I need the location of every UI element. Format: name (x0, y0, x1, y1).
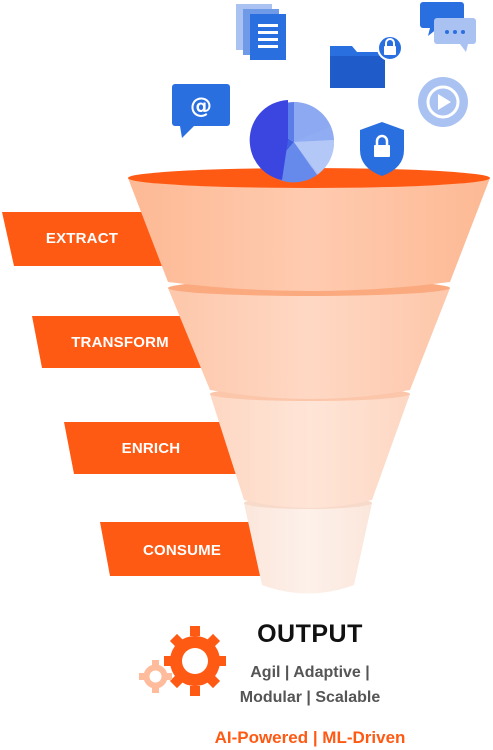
stage-label-transform: TRANSFORM (71, 334, 169, 351)
stage-label-consume: CONSUME (142, 542, 222, 559)
stage-label-extract: EXTRACT (45, 230, 119, 247)
stage-label-enrich: ENRICH (121, 440, 181, 457)
play-icon (418, 77, 468, 127)
documents-icon (236, 4, 286, 60)
security-shield-icon (360, 122, 404, 176)
funnel-segment-transform (168, 280, 450, 399)
funnel-segment-extract (128, 168, 490, 291)
stage-banner-extract (2, 212, 170, 266)
pie-chart-icon (249, 100, 335, 183)
email-bubble-icon: @ (172, 84, 230, 138)
output-qualities-line-2: Modular | Scalable (239, 689, 381, 706)
funnel-segment-enrich (210, 387, 410, 508)
svg-text:@: @ (190, 94, 212, 119)
stage-banner-transform (32, 316, 206, 368)
funnel-segment-consume (244, 497, 372, 594)
output-title: OUTPUT (257, 620, 363, 648)
stage-banner-consume (100, 522, 266, 576)
gears-icon (139, 626, 226, 696)
output-qualities-line-1: Agil | Adaptive | (250, 664, 370, 681)
locked-folder-icon (330, 35, 403, 88)
output-tagline: AI-Powered | ML-Driven (214, 728, 406, 747)
chat-bubbles-icon (420, 2, 476, 52)
stage-banner-enrich (64, 422, 236, 474)
